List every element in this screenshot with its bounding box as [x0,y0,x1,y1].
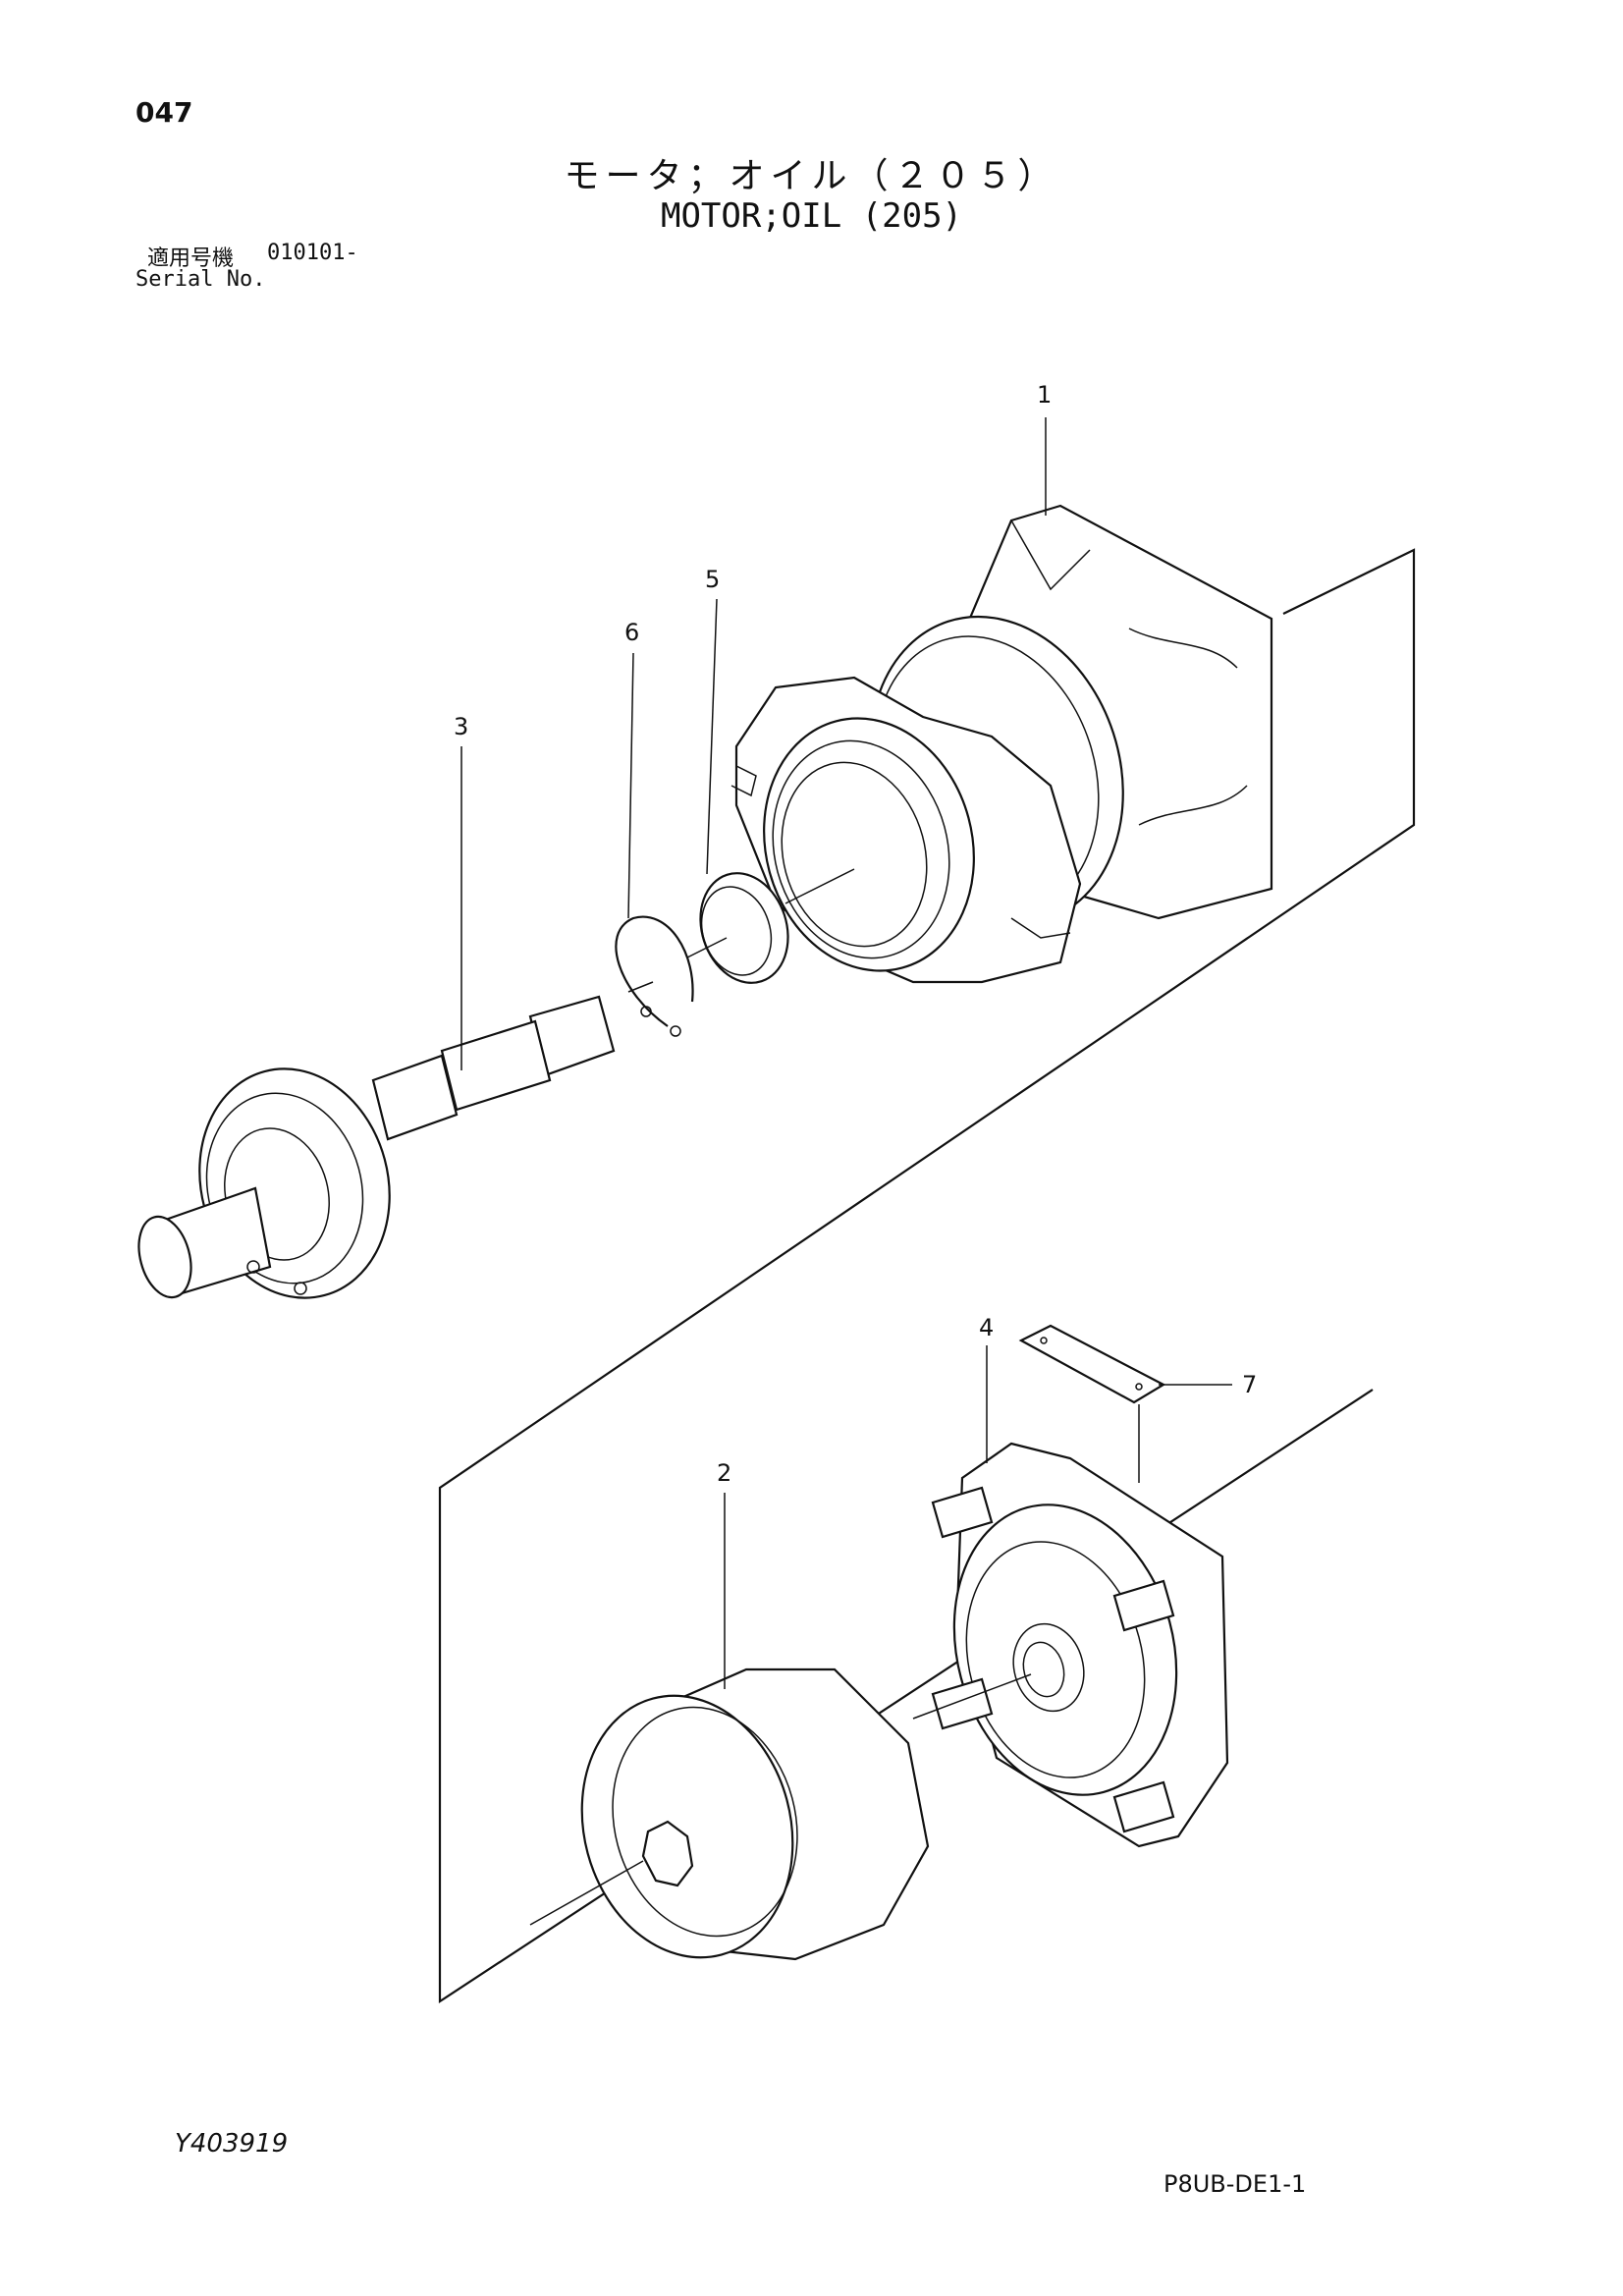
shaft-with-bearing-drawing [137,995,616,1299]
callout-2: 2 [717,1459,731,1487]
snap-ring-drawing [615,915,694,1037]
assembly-bracket [438,548,1416,2004]
serial-number-value: 010101- [267,241,358,265]
leader-lines [460,417,1232,1689]
valve-plate-cover-drawing [912,1442,1229,1848]
callout-3: 3 [454,713,468,740]
callout-1: 1 [1037,381,1052,409]
callout-6: 6 [624,619,639,646]
page-title-japanese: モータ；オイル（２０５） [564,156,1059,196]
page-title-english: MOTOR;OIL (205) [660,196,963,236]
motor-housing-drawing [730,504,1273,984]
callout-5: 5 [705,566,720,593]
serial-label-japanese: 適用号機 [147,246,235,271]
callout-numbers: 1 2 3 4 5 6 7 [454,381,1257,1487]
figure-code: Y403919 [175,2129,289,2159]
callout-4: 4 [979,1314,994,1341]
oil-seal-drawing [686,872,789,984]
page-number: 047 [135,96,193,129]
page-code: P8UB-DE1-1 [1163,2170,1307,2198]
cover-bolts [931,1486,1175,1833]
callout-7: 7 [1242,1371,1257,1398]
serial-label-english: Serial No. [135,267,266,292]
rotor-cylinder-block-drawing [529,1667,930,1961]
